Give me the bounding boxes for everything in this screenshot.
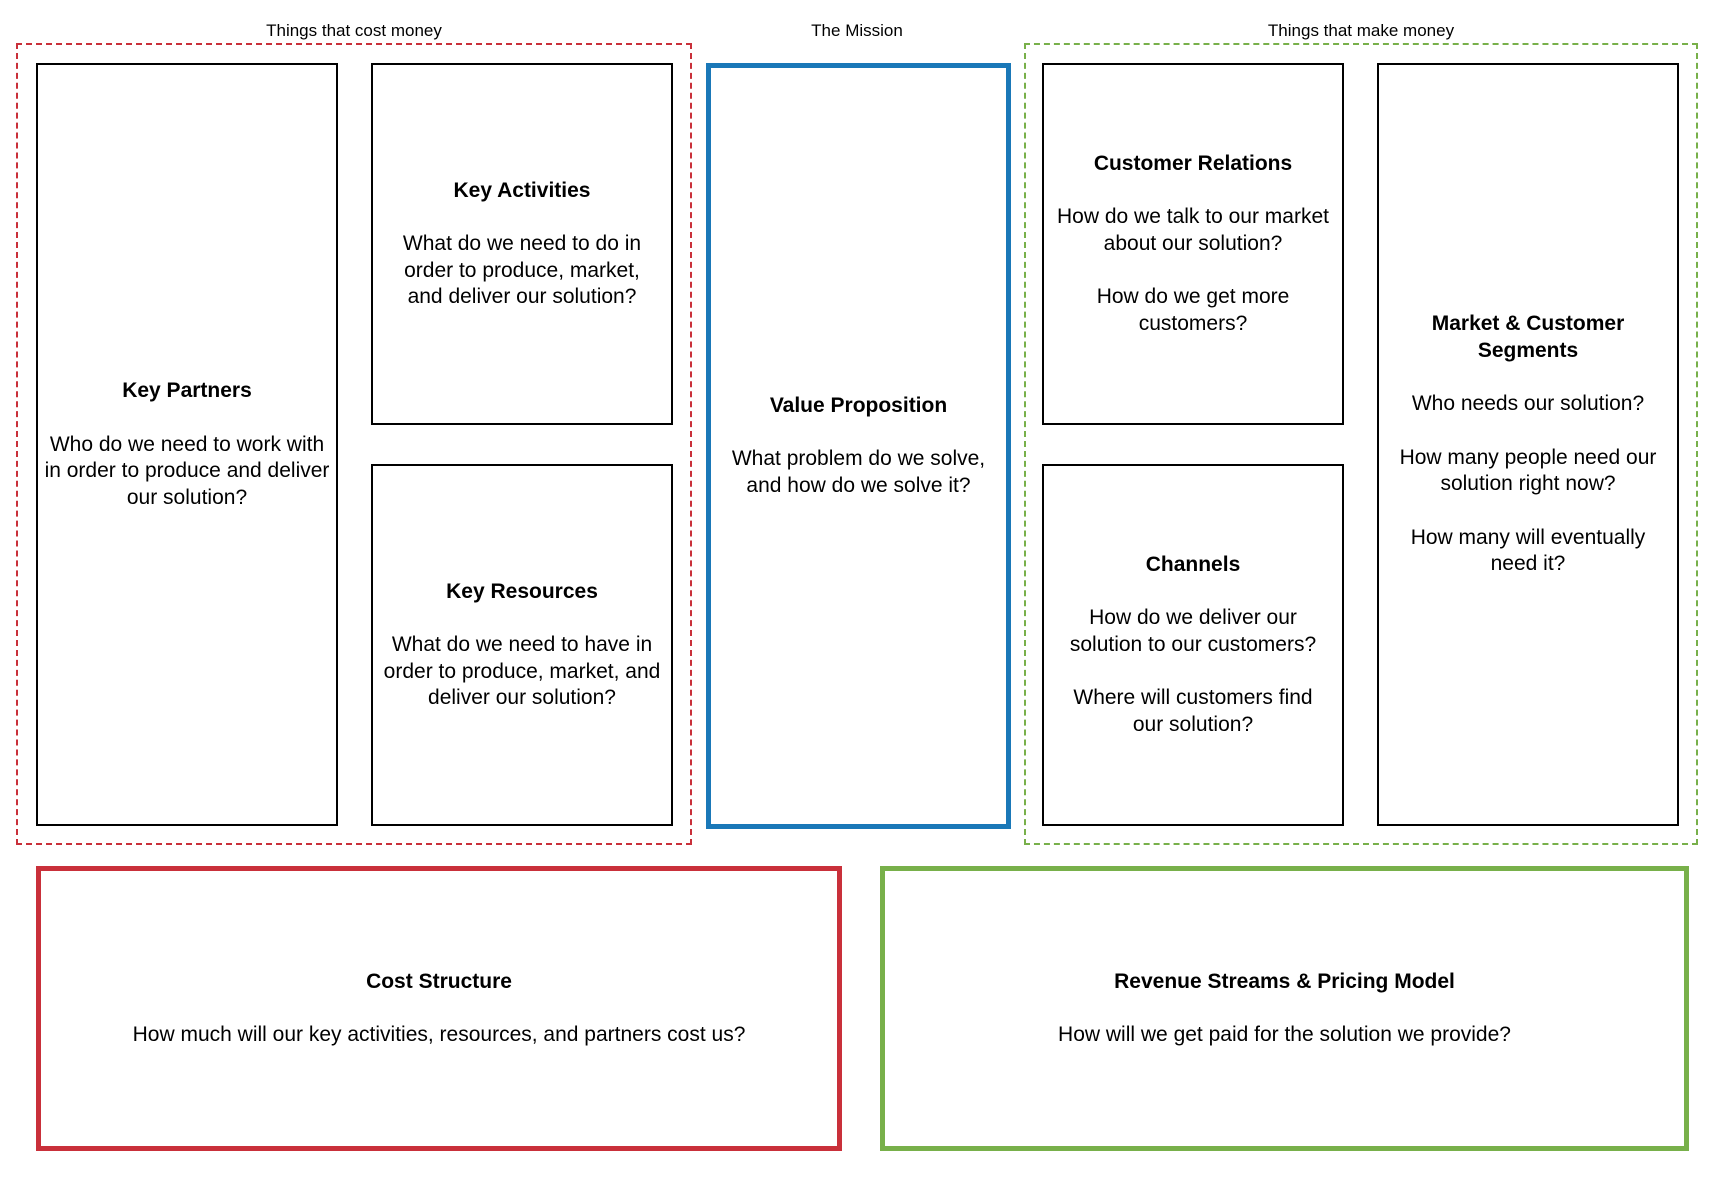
segments-title: Market & Customer Segments: [1431, 312, 1625, 362]
cost-group: [16, 43, 692, 845]
money-group-label: Things that make money: [1267, 21, 1455, 40]
cost-structure-block: Cost Structure How much will our key act…: [36, 866, 842, 1151]
channels-text-1: How do we deliver our solution to our cu…: [1069, 606, 1317, 656]
key-activities-block: Key Activities What do we need to do in …: [371, 63, 673, 425]
revenue-title: Revenue Streams & Pricing Model: [1114, 969, 1455, 993]
segments-block: Market & Customer Segments Who needs our…: [1377, 63, 1679, 826]
customer-relations-text-2: How do we get more customers?: [1096, 285, 1290, 335]
channels-text-2: Where will customers find our solution?: [1073, 686, 1313, 736]
channels-block: Channels How do we deliver our solution …: [1042, 464, 1344, 826]
key-activities-title: Key Activities: [453, 178, 591, 202]
revenue-block: Revenue Streams & Pricing Model How will…: [880, 866, 1689, 1151]
key-partners-text: Who do we need to work with in order to …: [44, 432, 330, 509]
channels-title: Channels: [1145, 552, 1241, 576]
key-activities-text: What do we need to do in order to produc…: [402, 232, 642, 308]
mission-group-label: The Mission: [811, 21, 903, 40]
customer-relations-text-1: How do we talk to our market about our s…: [1057, 205, 1329, 255]
key-resources-text: What do we need to have in order to prod…: [383, 633, 661, 709]
value-proposition-text: What problem do we solve, and how do we …: [731, 447, 986, 497]
customer-relations-title: Customer Relations: [1093, 151, 1293, 175]
segments-text-3: How many will eventually need it?: [1410, 525, 1646, 576]
key-partners-block: Key Partners Who do we need to work with…: [36, 63, 338, 826]
key-resources-block: Key Resources What do we need to have in…: [371, 464, 673, 826]
value-proposition-block: Value Proposition What problem do we sol…: [706, 63, 1011, 829]
segments-text-1: Who needs our solution?: [1411, 392, 1645, 416]
value-proposition-title: Value Proposition: [769, 393, 948, 417]
key-resources-title: Key Resources: [446, 579, 598, 603]
segments-text-2: How many people need our solution right …: [1399, 445, 1657, 496]
revenue-text: How will we get paid for the solution we…: [1058, 1023, 1511, 1046]
cost-structure-title: Cost Structure: [366, 969, 512, 993]
cost-structure-text: How much will our key activities, resour…: [132, 1023, 746, 1046]
customer-relations-block: Customer Relations How do we talk to our…: [1042, 63, 1344, 425]
cost-group-label: Things that cost money: [266, 21, 442, 40]
money-group: [1024, 43, 1698, 845]
key-partners-title: Key Partners: [122, 379, 252, 402]
